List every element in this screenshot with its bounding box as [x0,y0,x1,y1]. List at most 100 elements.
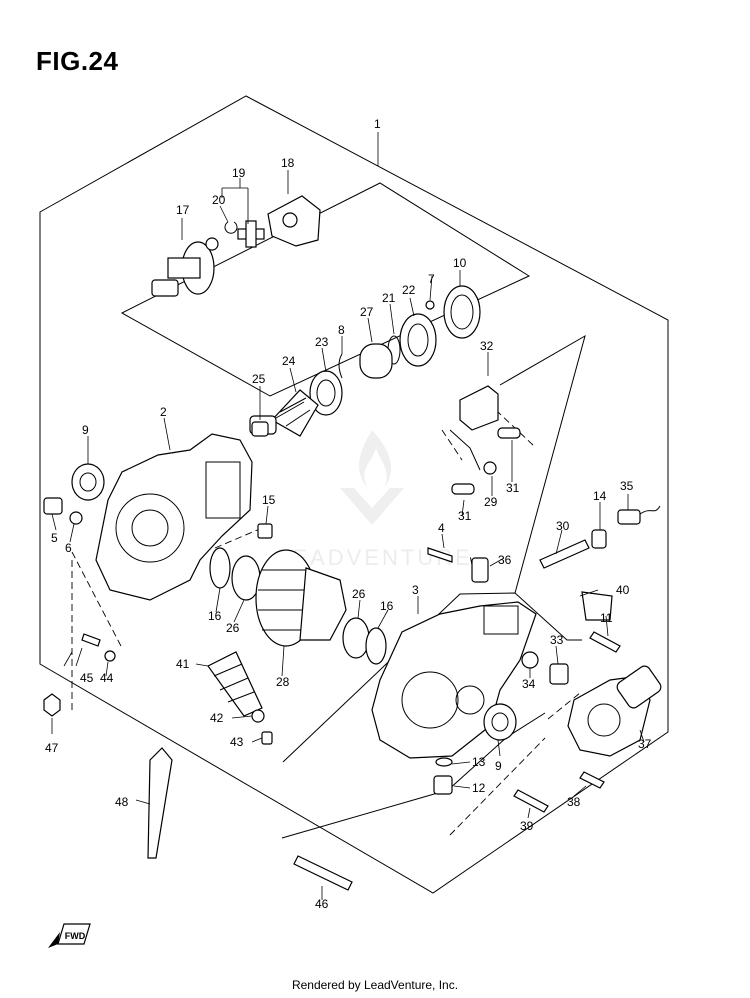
part-17-flange [151,237,219,297]
callout-36: 36 [498,553,512,567]
callout-37: 37 [638,737,652,751]
callout-21: 21 [382,291,396,305]
part-7-ring [425,300,435,310]
callout-25: 25 [252,372,266,386]
part-18-yoke [267,195,321,247]
callout-31-right: 31 [506,481,520,495]
callout-26-right: 26 [352,587,366,601]
part-19-universal-joint [237,220,265,248]
callout-19: 19 [232,166,246,180]
callout-47: 47 [45,741,59,755]
part-9-seal-right [483,703,517,741]
callout-9-right: 9 [495,759,502,773]
fwd-arrow-icon: FWD [48,923,91,948]
callout-20: 20 [212,193,226,207]
callout-31-left: 31 [458,509,472,523]
callout-18: 18 [281,156,295,170]
callout-2: 2 [160,405,167,419]
callout-11: 11 [600,611,613,625]
part-48-tie [147,747,173,859]
fwd-label: FWD [65,931,86,941]
figure-title: FIG.24 [36,46,119,76]
part-34-o-ring [521,651,539,669]
callout-30: 30 [556,519,570,533]
part-44-washer [104,650,116,662]
part-45-bolt [81,633,101,647]
callout-46: 46 [315,897,329,911]
part-40-bracket [581,591,613,621]
callout-38: 38 [567,795,581,809]
callout-27: 27 [360,305,374,319]
callout-45: 45 [80,671,94,685]
callout-5: 5 [51,531,58,545]
callout-10: 10 [453,256,467,270]
callout-32: 32 [480,339,494,353]
part-12-plug [433,775,453,795]
sensor-bracket-lines [499,334,586,594]
part-25-bearing [251,421,269,437]
part-46-bolt [293,855,353,891]
callout-7: 7 [428,272,435,286]
part-42-clamp [251,709,265,723]
callout-6: 6 [65,541,72,555]
part-3-gear-case [371,601,537,759]
callout-23: 23 [315,335,329,349]
callout-1: 1 [374,117,381,131]
part-27-spacer [359,343,393,379]
part-41-boot [207,651,263,717]
callout-33: 33 [550,633,564,647]
callout-numbers: 1 2 3 4 5 6 7 8 9 9 10 11 12 13 14 15 16… [45,117,652,911]
callout-13: 13 [472,755,486,769]
dashed-line-15 [214,527,263,549]
part-39-bolt [513,789,549,813]
part-9-seal-left [71,463,105,501]
part-14-seal [591,529,607,549]
part-13-gasket [435,757,453,767]
part-26-bearing-right [342,617,370,659]
callout-14: 14 [593,489,607,503]
callout-24: 24 [282,354,296,368]
part-30-shaft [539,539,590,569]
callout-16-right: 16 [380,599,394,613]
callout-41: 41 [176,657,190,671]
part-16-shim-left [209,547,231,589]
callout-8: 8 [338,323,345,337]
part-31-spring-left [451,483,475,495]
assembly-boundary [39,95,669,894]
part-6-gasket [69,511,83,525]
callout-4: 4 [438,521,445,535]
callout-3: 3 [412,583,419,597]
part-35-sensor [617,505,661,525]
footer-credit: Rendered by LeadVenture, Inc. [291,978,459,992]
part-37-actuator [567,665,662,757]
callout-42: 42 [210,711,224,725]
callout-44: 44 [100,671,114,685]
part-11-bolt [589,631,621,653]
callout-48: 48 [115,795,129,809]
part-4-bolt [427,547,453,563]
dashed-line-37 [547,692,581,720]
part-36-switch [471,557,489,583]
callout-40: 40 [616,583,630,597]
callout-12: 12 [472,781,486,795]
part-33-breather [549,663,569,685]
part-47-nut [43,693,61,717]
callout-39: 39 [520,819,534,833]
callout-17: 17 [176,203,190,217]
part-5-plug [43,497,63,515]
part-16-shim-right [365,627,387,665]
callout-22: 22 [402,283,416,297]
callout-29: 29 [484,495,498,509]
callout-43: 43 [230,735,244,749]
part-2-case-cover [95,433,253,601]
watermark-logo: LEADVENTURE [277,430,470,570]
part-22-bearing [399,313,437,367]
callout-26-left: 26 [226,621,240,635]
callout-34: 34 [522,677,536,691]
callout-28: 28 [276,675,290,689]
part-38-bolt [579,771,605,789]
dashed-line-31 [441,429,463,461]
callout-35: 35 [620,479,634,493]
